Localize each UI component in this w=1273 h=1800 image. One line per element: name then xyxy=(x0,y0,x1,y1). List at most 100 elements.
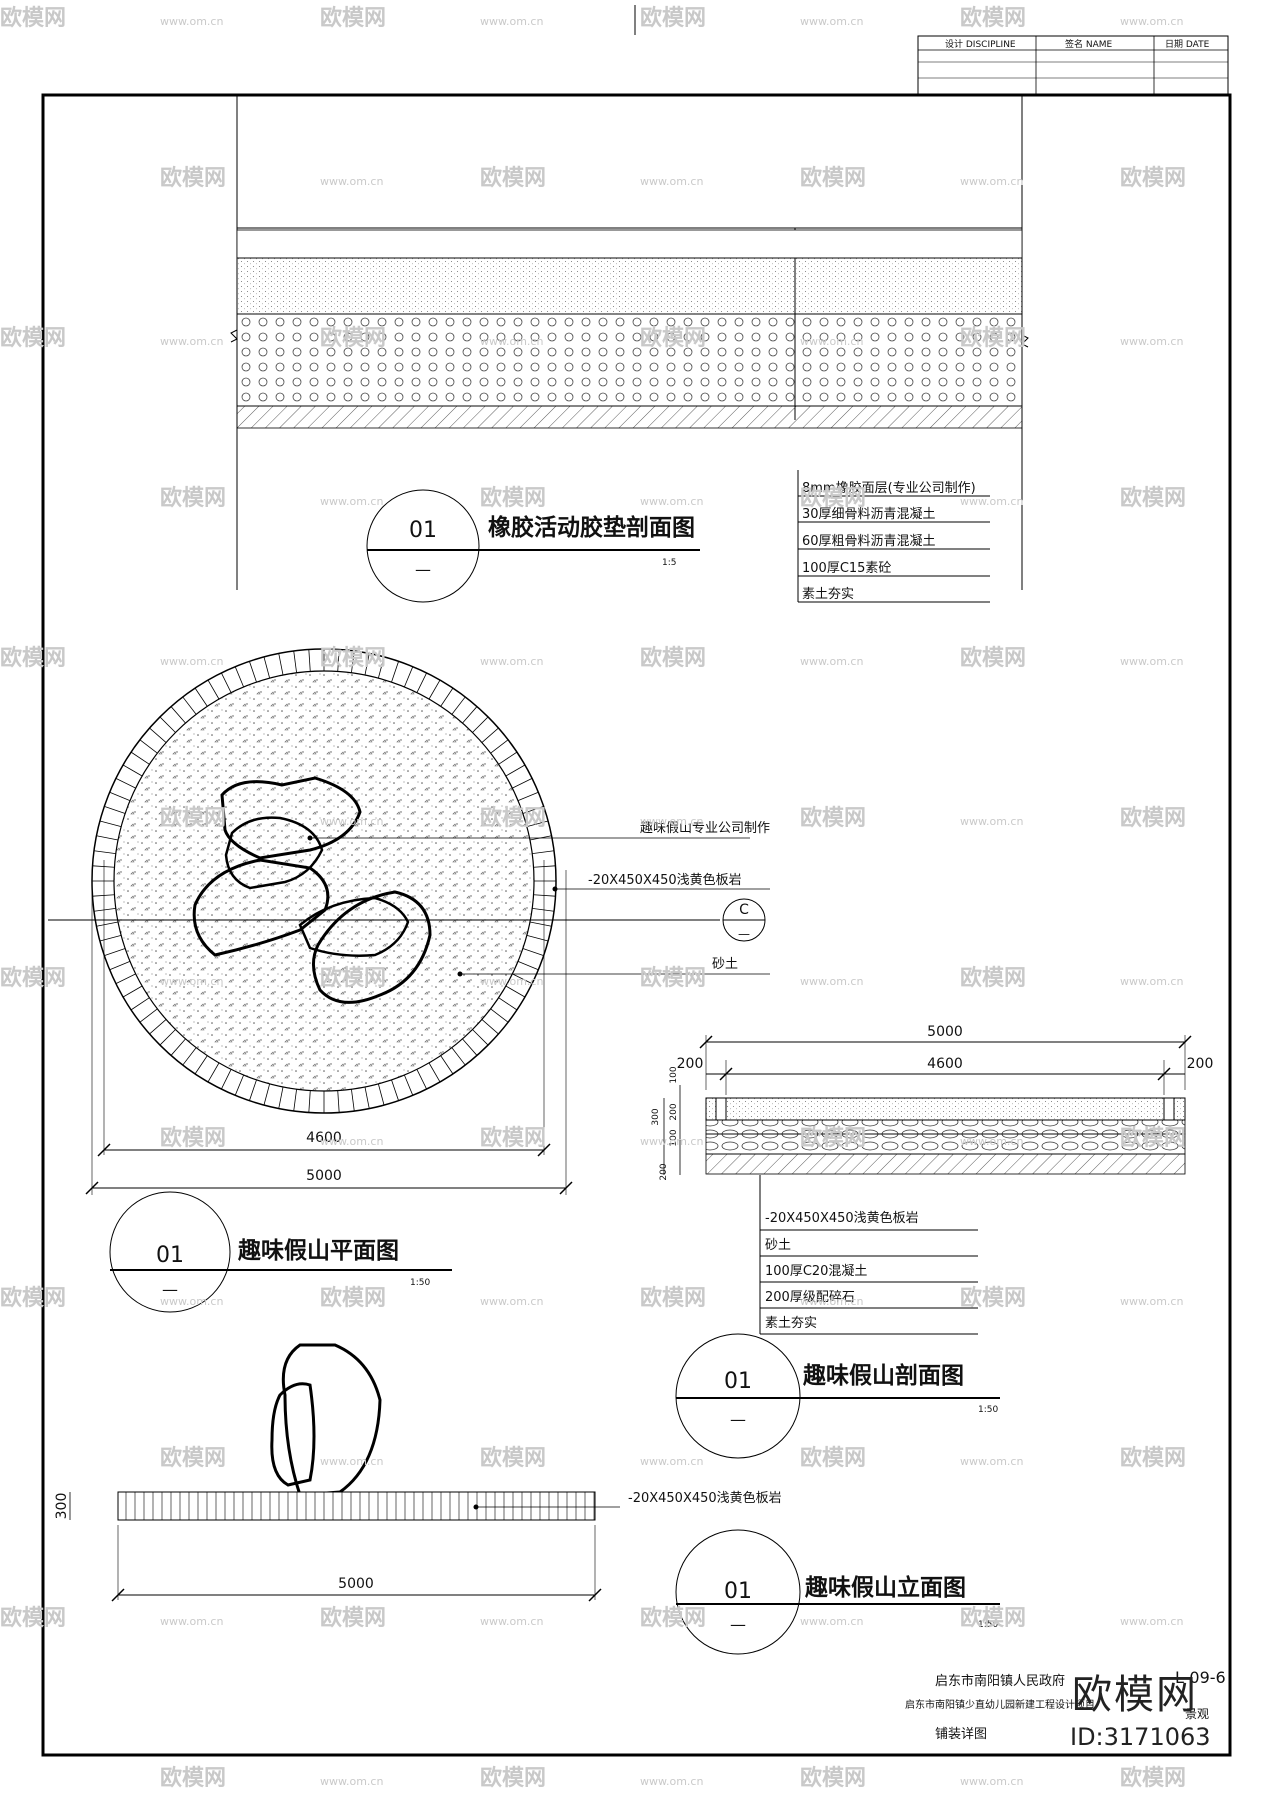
svg-text:欧模网: 欧模网 xyxy=(1120,805,1186,831)
svg-text:欧模网: 欧模网 xyxy=(800,1765,866,1791)
svg-text:www.om.cn: www.om.cn xyxy=(800,655,863,668)
svg-text:www.om.cn: www.om.cn xyxy=(800,1615,863,1628)
rubber-layer-2: 30厚细骨料沥青混凝土 xyxy=(802,506,936,522)
svg-text:www.om.cn: www.om.cn xyxy=(160,655,223,668)
svg-text:欧模网: 欧模网 xyxy=(160,1125,226,1151)
rock-layer-4: 200厚级配碎石 xyxy=(765,1290,855,1305)
rubber-layer-1: 8mm橡胶面层(专业公司制作) xyxy=(802,480,976,496)
rock-layer-5: 素土夯实 xyxy=(765,1316,817,1331)
svg-text:—: — xyxy=(738,927,750,941)
section-dim-v100: 100 xyxy=(669,1066,679,1083)
svg-text:欧模网: 欧模网 xyxy=(0,325,66,351)
svg-text:www.om.cn: www.om.cn xyxy=(960,495,1023,508)
svg-text:欧模网: 欧模网 xyxy=(320,1285,386,1311)
svg-text:www.om.cn: www.om.cn xyxy=(960,1455,1023,1468)
plan-callout-slate: -20X450X450浅黄色板岩 xyxy=(588,872,742,888)
svg-text:欧模网: 欧模网 xyxy=(1120,165,1186,191)
title-block-col2: 签名 NAME xyxy=(1065,38,1113,50)
rubber-section-scale: 1:5 xyxy=(662,558,676,568)
rock-layer-1: -20X450X450浅黄色板岩 xyxy=(765,1210,919,1226)
elevation-dim-height: 300 xyxy=(54,1493,70,1520)
svg-text:欧模网: 欧模网 xyxy=(800,1445,866,1471)
svg-text:www.om.cn: www.om.cn xyxy=(320,1775,383,1788)
title-block-col1: 设计 DISCIPLINE xyxy=(945,38,1016,50)
svg-text:欧模网: 欧模网 xyxy=(0,645,66,671)
svg-text:—: — xyxy=(162,1280,178,1299)
svg-text:www.om.cn: www.om.cn xyxy=(480,15,543,28)
svg-text:欧模网: 欧模网 xyxy=(1120,1765,1186,1791)
svg-text:欧模网: 欧模网 xyxy=(160,165,226,191)
rockery-elevation: -20X450X450浅黄色板岩 300 5000 01 — 趣味假山立面图 1… xyxy=(54,1343,1000,1655)
svg-text:欧模网: 欧模网 xyxy=(1120,1445,1186,1471)
plan-dim-inner: 4600 xyxy=(306,1130,342,1146)
section-dim-right: 200 xyxy=(1187,1056,1214,1072)
svg-text:欧模网: 欧模网 xyxy=(480,1765,546,1791)
svg-text:欧模网: 欧模网 xyxy=(800,485,866,511)
rubber-mat-section: 8mm橡胶面层(专业公司制作) 30厚细骨料沥青混凝土 60厚粗骨料沥青混凝土 … xyxy=(230,95,1029,603)
rockery-section: 5000 4600 200 200 300 100 200 100 200 xyxy=(651,1024,1214,1459)
svg-text:www.om.cn: www.om.cn xyxy=(800,1295,863,1308)
svg-text:欧模网: 欧模网 xyxy=(960,1605,1026,1631)
section-title: 趣味假山剖面图 xyxy=(802,1362,964,1389)
section-dim-inner: 4600 xyxy=(927,1056,963,1072)
svg-text:欧模网: 欧模网 xyxy=(480,165,546,191)
svg-text:欧模网: 欧模网 xyxy=(160,1765,226,1791)
elevation-dim-width: 5000 xyxy=(338,1576,374,1592)
svg-text:www.om.cn: www.om.cn xyxy=(160,975,223,988)
svg-text:欧模网: 欧模网 xyxy=(640,5,706,31)
svg-text:欧模网: 欧模网 xyxy=(960,325,1026,351)
svg-text:www.om.cn: www.om.cn xyxy=(800,15,863,28)
svg-text:www.om.cn: www.om.cn xyxy=(1120,655,1183,668)
elevation-title: 趣味假山立面图 xyxy=(804,1574,966,1601)
elevation-paving xyxy=(125,1492,595,1520)
svg-text:www.om.cn: www.om.cn xyxy=(1120,335,1183,348)
rock-layer-3: 100厚C20混凝土 xyxy=(765,1263,867,1279)
svg-text:欧模网: 欧模网 xyxy=(320,1605,386,1631)
svg-text:www.om.cn: www.om.cn xyxy=(480,655,543,668)
svg-text:欧模网: 欧模网 xyxy=(0,5,66,31)
svg-text:欧模网: 欧模网 xyxy=(800,805,866,831)
rockery-plan: 趣味假山专业公司制作 -20X450X450浅黄色板岩 砂土 C — 4600 … xyxy=(48,648,770,1313)
svg-text:www.om.cn: www.om.cn xyxy=(960,1135,1023,1148)
svg-text:欧模网: 欧模网 xyxy=(960,965,1026,991)
svg-text:欧模网: 欧模网 xyxy=(640,325,706,351)
plan-callout-rockery: 趣味假山专业公司制作 xyxy=(640,821,770,836)
plan-circle-number: 01 xyxy=(156,1243,184,1268)
svg-text:www.om.cn: www.om.cn xyxy=(320,1135,383,1148)
svg-text:www.om.cn: www.om.cn xyxy=(640,175,703,188)
sheet-border xyxy=(41,93,1232,1757)
svg-text:欧模网: 欧模网 xyxy=(800,1125,866,1151)
svg-text:欧模网: 欧模网 xyxy=(640,1605,706,1631)
svg-text:www.om.cn: www.om.cn xyxy=(640,1135,703,1148)
rock-layer-2: 砂土 xyxy=(765,1238,791,1253)
svg-text:www.om.cn: www.om.cn xyxy=(800,975,863,988)
svg-text:欧模网: 欧模网 xyxy=(640,645,706,671)
rubber-circle-number: 01 xyxy=(409,518,437,543)
watermark-layer: 欧模网 www.om.cn 欧模网 www.om.cn 欧模网 www.om.cn 欧模网 w… xyxy=(0,5,1186,1791)
svg-text:www.om.cn: www.om.cn xyxy=(480,1615,543,1628)
plan-scale: 1:50 xyxy=(410,1278,430,1288)
svg-text:www.om.cn: www.om.cn xyxy=(320,815,383,828)
svg-text:www.om.cn: www.om.cn xyxy=(160,1295,223,1308)
svg-text:—: — xyxy=(730,1615,746,1634)
svg-text:www.om.cn: www.om.cn xyxy=(1120,15,1183,28)
svg-text:www.om.cn: www.om.cn xyxy=(960,175,1023,188)
svg-text:—: — xyxy=(415,560,431,579)
svg-text:欧模网: 欧模网 xyxy=(0,965,66,991)
rubber-section-title: 橡胶活动胶垫剖面图 xyxy=(488,514,695,541)
bottom-title-block: 启东市南阳镇人民政府 启东市南阳镇少直幼儿园新建工程设计项目 铺装详图 L-09… xyxy=(905,1668,1226,1742)
svg-text:欧模网: 欧模网 xyxy=(160,1445,226,1471)
svg-text:欧模网: 欧模网 xyxy=(320,965,386,991)
brand-corner-id: ID:3171063 xyxy=(1070,1723,1211,1751)
client-name: 启东市南阳镇人民政府 xyxy=(935,1673,1065,1689)
plan-title: 趣味假山平面图 xyxy=(237,1238,399,1264)
rubber-layer-3: 60厚粗骨料沥青混凝土 xyxy=(802,533,936,549)
svg-text:www.om.cn: www.om.cn xyxy=(1120,1615,1183,1628)
svg-text:欧模网: 欧模网 xyxy=(1120,485,1186,511)
rubber-layer-4: 100厚C15素砼 xyxy=(802,561,891,576)
rock-shapes xyxy=(192,776,432,1004)
svg-text:www.om.cn: www.om.cn xyxy=(320,1455,383,1468)
svg-text:www.om.cn: www.om.cn xyxy=(1120,975,1183,988)
paving-ring xyxy=(92,649,556,1113)
